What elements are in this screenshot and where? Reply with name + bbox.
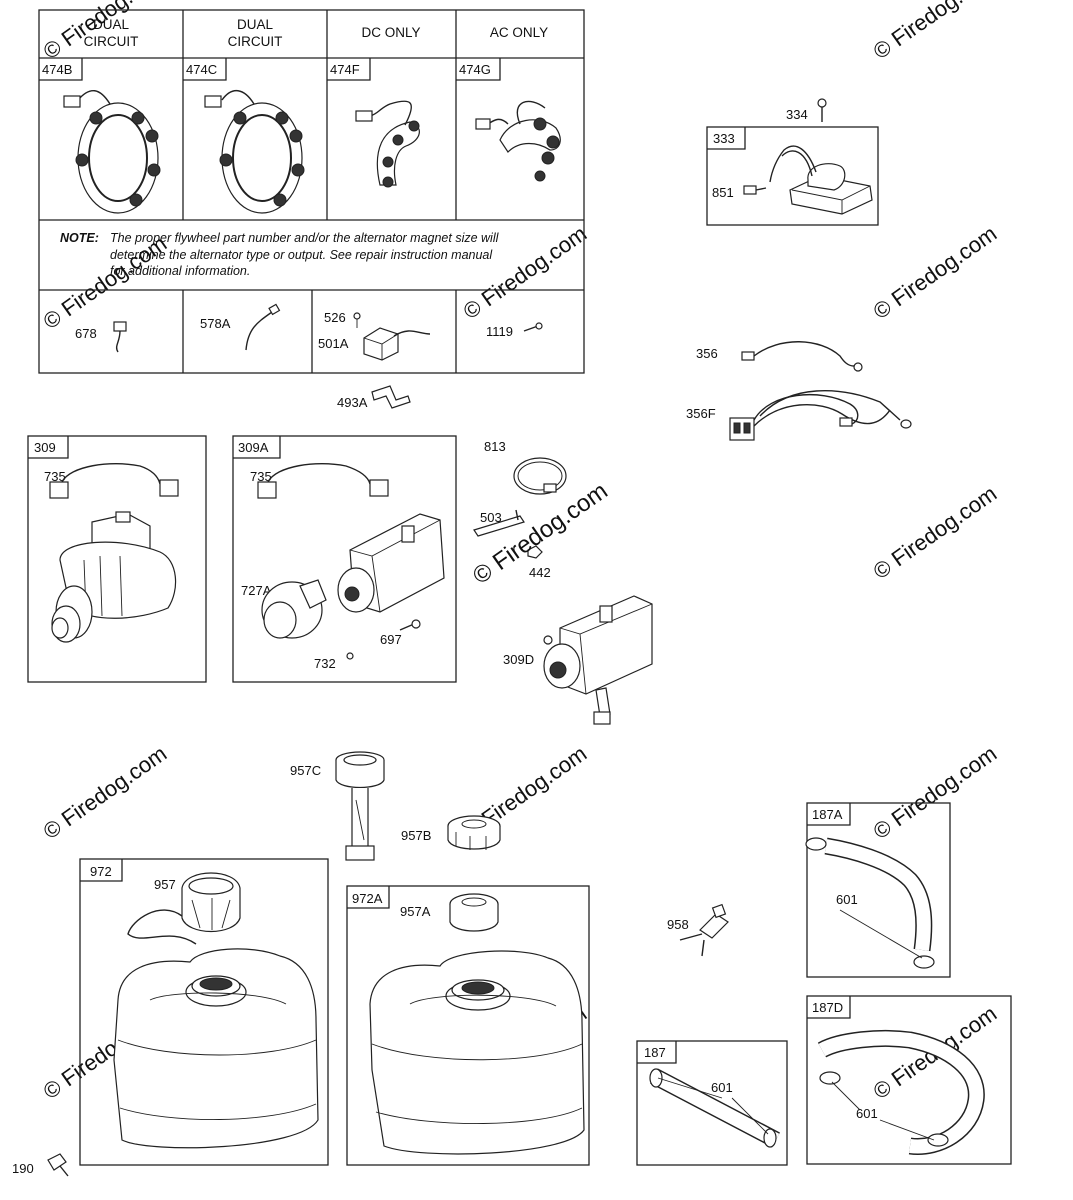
- watermark: © Firedog.com: [39, 231, 172, 334]
- wire-578A-drawing: [245, 303, 281, 351]
- fuel-tank-972A-drawing: [369, 893, 585, 1155]
- part-label-601: 601: [711, 1080, 733, 1095]
- part-label-958: 958: [667, 917, 689, 932]
- part-label-1119: 1119: [486, 324, 513, 339]
- fuel-line-187D-drawing: [817, 1030, 985, 1155]
- column-header-line1: DC ONLY: [361, 25, 420, 40]
- part-label-503: 503: [480, 510, 502, 525]
- screw-526-drawing: [353, 312, 361, 328]
- rectifier-501A-drawing: [363, 327, 431, 361]
- fuel-line-box-187D: [806, 995, 1012, 1165]
- fuel-line-box-187A: [806, 802, 951, 978]
- part-label-578A: 578A: [200, 316, 231, 331]
- part-label-678: 678: [75, 326, 97, 341]
- alternator-table: DUAL CIRCUIT DUAL CIRCUIT DC ONLY AC ONL…: [38, 9, 585, 374]
- fuel-tank-972-drawing: [113, 872, 319, 1149]
- alternator-474G-drawing: [475, 100, 561, 182]
- part-label-957A: 957A: [400, 904, 431, 919]
- part-label-957: 957: [154, 877, 176, 892]
- screw-190-drawing: [47, 1153, 69, 1177]
- part-label-309A: 309A: [238, 440, 269, 455]
- part-label-187A: 187A: [812, 807, 843, 822]
- part-label-727A: 727A: [241, 583, 272, 598]
- ground-wire-356-drawing: [741, 341, 863, 372]
- column-header-line1: DUAL: [93, 17, 130, 32]
- fuel-line-187-drawing: [649, 1068, 780, 1148]
- part-label-732: 732: [314, 656, 336, 671]
- watermark: © Firedog.com: [39, 741, 172, 844]
- bracket-503-drawing: [473, 509, 525, 537]
- part-label-474F: 474F: [330, 62, 360, 77]
- fuel-cap-957C-drawing: [335, 751, 385, 861]
- part-label-334: 334: [786, 107, 808, 122]
- watermark: © Firedog.com: [869, 481, 1002, 584]
- note-line: determine the alternator type or output.…: [110, 248, 493, 262]
- part-label-601: 601: [836, 892, 858, 907]
- fuel-line-187A-drawing: [805, 837, 935, 969]
- alternator-474C-drawing: [204, 90, 305, 214]
- part-label-735: 735: [44, 469, 66, 484]
- note-label: NOTE:: [60, 231, 99, 245]
- nut-442-drawing: [527, 545, 543, 559]
- column-header-line1: DUAL: [237, 17, 274, 32]
- part-label-851: 851: [712, 185, 734, 200]
- part-label-474C: 474C: [186, 62, 217, 77]
- part-label-735: 735: [250, 469, 272, 484]
- fuel-valve-958-drawing: [679, 903, 729, 957]
- part-label-957B: 957B: [401, 828, 431, 843]
- watermark: © Firedog.com: [869, 741, 1002, 844]
- screw-334-drawing: [817, 98, 827, 122]
- part-label-493A: 493A: [337, 395, 368, 410]
- column-header-line1: AC ONLY: [490, 25, 548, 40]
- note-line: The proper flywheel part number and/or t…: [110, 231, 500, 245]
- starter-box-309A: [232, 435, 457, 683]
- part-label-601: 601: [856, 1106, 878, 1121]
- wire-harness-356F-drawing: [729, 390, 912, 441]
- part-label-957C: 957C: [290, 763, 321, 778]
- fuel-tank-box-972: [79, 858, 329, 1166]
- alternator-474B-drawing: [63, 90, 161, 214]
- starter-309D-drawing: [543, 595, 653, 725]
- part-label-187: 187: [644, 1045, 666, 1060]
- part-label-356F: 356F: [686, 406, 716, 421]
- part-label-501A: 501A: [318, 336, 349, 351]
- fuel-tank-box-972A: [346, 885, 590, 1166]
- part-label-333: 333: [713, 131, 735, 146]
- part-label-309D: 309D: [503, 652, 534, 667]
- part-label-356: 356: [696, 346, 718, 361]
- part-label-813: 813: [484, 439, 506, 454]
- part-label-187D: 187D: [812, 1000, 843, 1015]
- connector-678-drawing: [113, 321, 127, 353]
- starter-309-drawing: [49, 463, 179, 643]
- fuel-line-box-187: [636, 1040, 788, 1166]
- note-line: for additional information.: [110, 264, 250, 278]
- starter-box-309: [27, 435, 207, 683]
- screw-1119-drawing: [523, 322, 543, 332]
- part-label-474G: 474G: [459, 62, 491, 77]
- ignition-coil-333-drawing: [743, 145, 873, 215]
- starter-309A-drawing: [257, 463, 445, 660]
- part-label-190: 190: [12, 1161, 34, 1176]
- part-label-309: 309: [34, 440, 56, 455]
- column-header-line2: CIRCUIT: [84, 34, 139, 49]
- column-header-line2: CIRCUIT: [228, 34, 283, 49]
- part-label-526: 526: [324, 310, 346, 325]
- watermark: © Firedog.com: [869, 0, 1002, 64]
- part-label-442: 442: [529, 565, 551, 580]
- part-label-972: 972: [90, 864, 112, 879]
- part-label-697: 697: [380, 632, 402, 647]
- ignition-coil-box-333: [706, 126, 879, 226]
- watermark: © Firedog.com: [869, 221, 1002, 324]
- fuel-cap-957B-drawing: [447, 815, 501, 850]
- part-label-474B: 474B: [42, 62, 72, 77]
- bracket-493A-drawing: [371, 385, 411, 409]
- alternator-474F-drawing: [355, 100, 420, 188]
- part-label-972A: 972A: [352, 891, 383, 906]
- clamp-813-drawing: [513, 457, 567, 495]
